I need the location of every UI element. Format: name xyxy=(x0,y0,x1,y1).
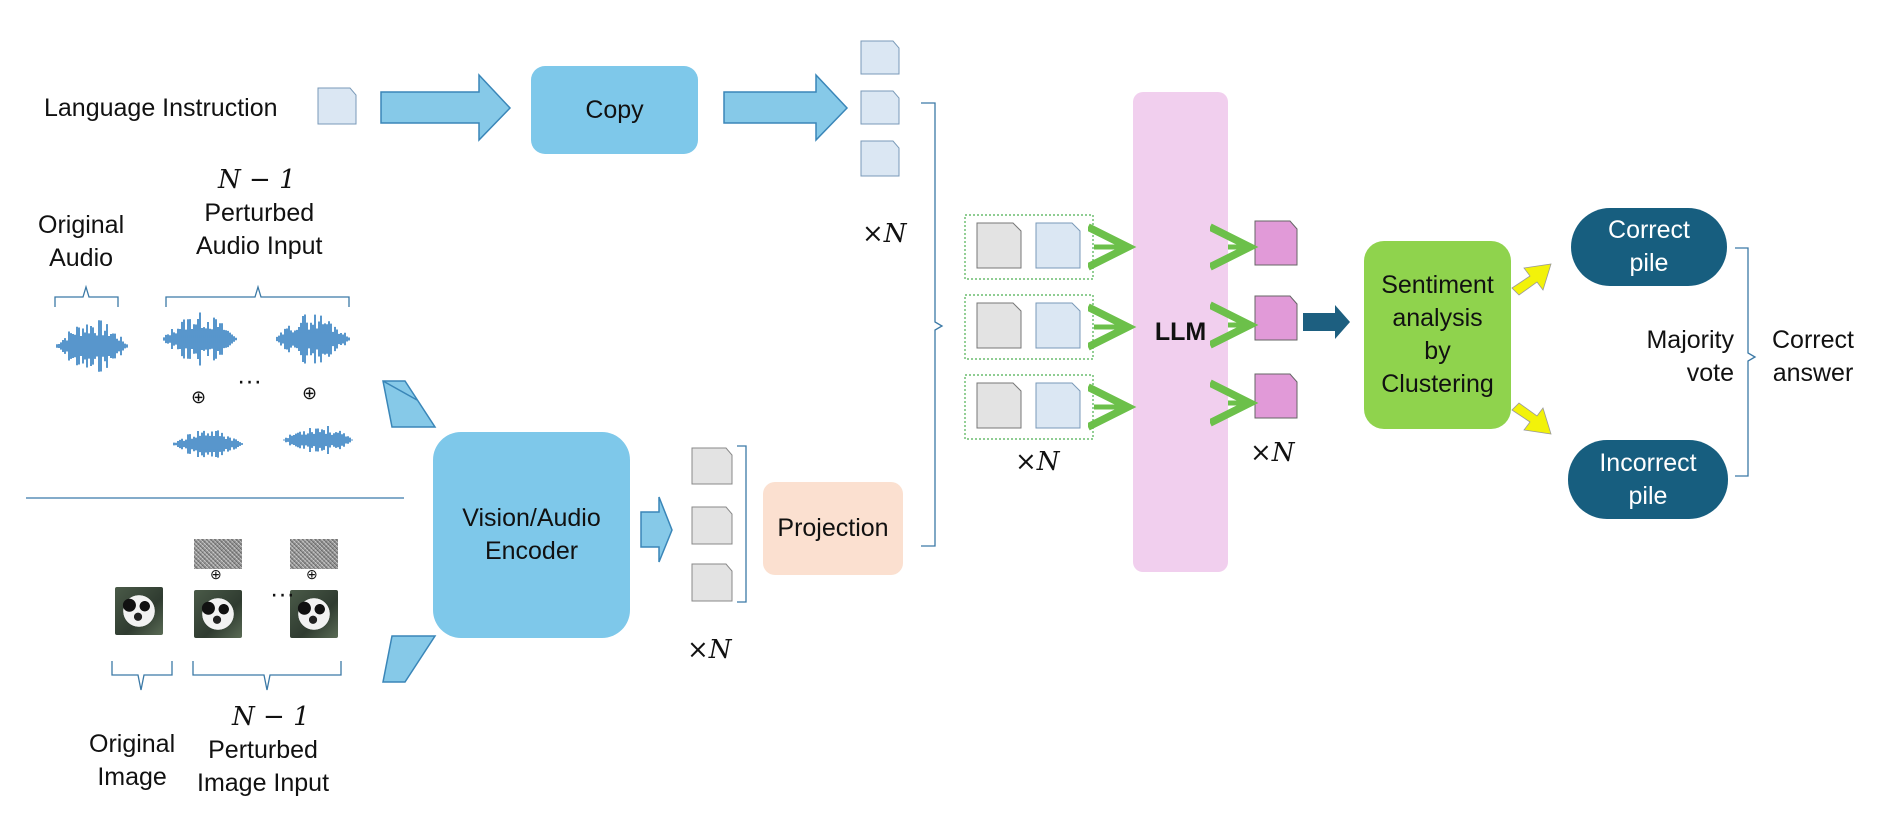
original-image-label: Original Image xyxy=(89,730,176,791)
incorrect-pile-label: Incorrect pile xyxy=(1599,448,1697,510)
pair-grey-token xyxy=(976,302,1022,349)
copy-box xyxy=(531,66,698,154)
times-n-inputs-label: ×N xyxy=(1015,447,1060,477)
llm-label: LLM xyxy=(1154,317,1207,346)
sentiment-label: Sentiment analysis by Clustering xyxy=(1381,271,1494,398)
vision-audio-encoder-box xyxy=(433,432,630,638)
llm-box xyxy=(1133,92,1228,572)
projected-token xyxy=(691,506,733,545)
arrow-copy-to-tokens xyxy=(723,73,849,142)
projected-token xyxy=(691,447,733,485)
noise-patch xyxy=(290,539,338,569)
input-token-pairs xyxy=(964,214,1128,440)
ellipsis-image: ··· xyxy=(270,580,295,608)
arrow-audio-to-encoder xyxy=(382,380,437,428)
arrow-encoder-to-tokens xyxy=(640,496,673,563)
pair-blue-token xyxy=(1035,222,1081,269)
noise-waveform xyxy=(173,430,243,458)
original-audio-label: Original Audio xyxy=(38,211,125,272)
perturbed-image-label: Perturbed Image Input xyxy=(197,736,330,797)
output-token xyxy=(1254,220,1298,266)
bracket-original-audio xyxy=(54,284,119,307)
encoder-label: Vision/Audio Encoder xyxy=(462,504,601,565)
projection-box xyxy=(763,482,903,575)
language-instruction-label: Language Instruction xyxy=(44,94,278,122)
oplus-image: ⊕ xyxy=(210,566,222,582)
original-image-panda xyxy=(115,587,163,635)
oplus-audio: ⊕ xyxy=(302,383,318,403)
arrow-image-to-encoder xyxy=(382,635,437,683)
perturbed-audio-waveform xyxy=(276,314,350,364)
pair-grey-token xyxy=(976,222,1022,269)
noise-patch xyxy=(194,539,242,569)
bracket-projection xyxy=(737,445,747,603)
copied-token xyxy=(860,140,900,177)
copy-label: Copy xyxy=(585,95,644,124)
audio-waveforms xyxy=(56,312,353,458)
perturbed-image-panda xyxy=(290,590,338,638)
majority-vote-label: Majority vote xyxy=(1646,326,1734,387)
copied-token xyxy=(860,40,900,75)
perturbed-audio-waveform xyxy=(163,312,237,366)
times-n-copied-label: ×N xyxy=(862,219,907,249)
correct-pile-label: Correct pile xyxy=(1608,216,1690,277)
incorrect-pile-box xyxy=(1568,440,1728,519)
arrow-to-correct-pile xyxy=(1511,263,1552,296)
oplus-image: ⊕ xyxy=(306,566,318,582)
bracket-piles xyxy=(1735,247,1757,477)
correct-answer-label: Correct answer xyxy=(1772,326,1854,387)
noise-waveform xyxy=(283,426,353,454)
projection-label: Projection xyxy=(777,514,889,542)
output-token xyxy=(1254,295,1298,341)
perturbed-audio-label: Perturbed Audio Input xyxy=(196,199,323,260)
pair-grey-token xyxy=(976,382,1022,429)
projected-token xyxy=(691,563,733,602)
bracket-perturbed-image xyxy=(192,661,342,691)
bracket-original-image xyxy=(111,661,173,691)
arrow-instruction-to-copy xyxy=(380,73,512,142)
oplus-audio: ⊕ xyxy=(191,387,207,407)
pair-blue-token xyxy=(1035,382,1081,429)
arrow-outputs-to-sentiment xyxy=(1303,305,1350,339)
output-token xyxy=(1254,373,1298,419)
copied-token xyxy=(860,90,900,125)
bracket-perturbed-audio xyxy=(165,284,350,307)
n-minus-1-image-label: N − 1 xyxy=(232,702,310,732)
arrow-to-incorrect-pile xyxy=(1511,402,1552,435)
pair-blue-token xyxy=(1035,302,1081,349)
times-n-projection-label: ×N xyxy=(687,635,732,665)
n-minus-1-audio-label: N − 1 xyxy=(218,165,296,195)
perturbed-image-panda xyxy=(194,590,242,638)
ellipsis-audio: ··· xyxy=(237,367,262,395)
bracket-copied xyxy=(921,102,944,547)
original-audio-waveform xyxy=(56,320,128,372)
times-n-outputs-label: ×N xyxy=(1250,438,1295,468)
sentiment-box xyxy=(1364,241,1511,429)
instruction-token xyxy=(317,87,357,125)
correct-pile-box xyxy=(1571,208,1727,286)
